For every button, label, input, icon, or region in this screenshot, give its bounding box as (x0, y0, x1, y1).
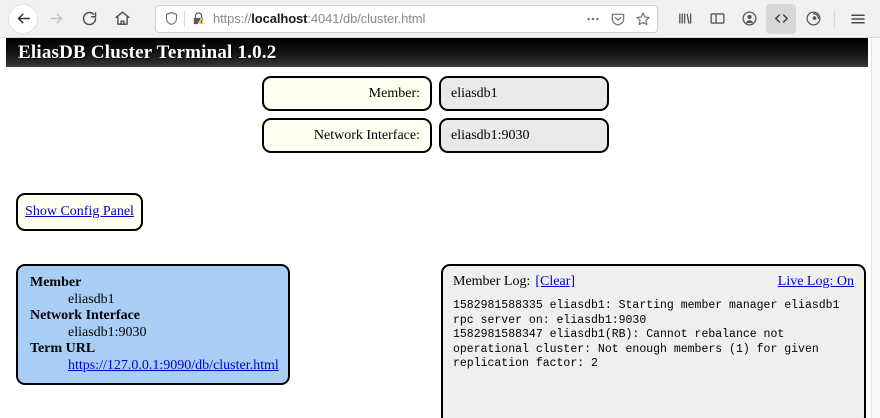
info-value-term-url: https://127.0.0.1:9090/db/cluster.html (30, 357, 279, 374)
home-house-icon (114, 11, 130, 25)
show-config-panel-button[interactable]: Show Config Panel (16, 193, 143, 231)
member-info-panel: Member eliasdb1 Network Interface eliasd… (16, 264, 290, 385)
info-value-network-interface: eliasdb1:9030 (68, 325, 147, 340)
page-viewport: EliasDB Cluster Terminal 1.0.2 Member: e… (0, 38, 880, 418)
member-label: Member: (262, 76, 432, 111)
pocket-icon[interactable] (798, 4, 828, 34)
home-button[interactable] (107, 4, 137, 34)
back-arrow-icon (17, 13, 30, 24)
info-key-network-interface: Network Interface (30, 308, 141, 323)
form-row-member: Member: eliasdb1 (0, 76, 871, 111)
member-form: Member: eliasdb1 Network Interface: elia… (0, 76, 871, 160)
sidebar-icon[interactable] (702, 4, 732, 34)
url-text: https://localhost:4041/db/cluster.html (213, 11, 426, 26)
pocket-save-icon[interactable] (610, 11, 626, 27)
reload-arrow-icon (82, 11, 96, 26)
reload-button[interactable] (74, 4, 104, 34)
browser-chrome: https://localhost:4041/db/cluster.html (0, 0, 880, 38)
member-input[interactable]: eliasdb1 (439, 76, 609, 111)
lock-warning-icon[interactable] (191, 11, 206, 26)
info-key-term-url: Term URL (30, 341, 96, 356)
member-log-panel: Member Log: [Clear] Live Log: On 1582981… (441, 264, 866, 418)
url-bar-divider (184, 10, 185, 27)
forward-button[interactable] (41, 4, 71, 34)
browser-toolbar-right (668, 3, 873, 34)
log-panel-header: Member Log: [Clear] Live Log: On (453, 274, 854, 290)
page-scrollbar[interactable] (871, 38, 880, 418)
network-interface-label: Network Interface: (262, 118, 432, 153)
clear-log-link[interactable]: [Clear] (535, 274, 576, 289)
log-entries: 1582981588335 eliasdb1: Starting member … (453, 299, 840, 370)
forward-arrow-icon (49, 13, 62, 24)
info-value-member: eliasdb1 (68, 292, 115, 307)
log-header-left: Member Log: [Clear] (453, 274, 575, 290)
log-title: Member Log: (453, 274, 531, 289)
page-actions-button[interactable] (585, 11, 601, 27)
account-icon[interactable] (734, 4, 764, 34)
toolbar-divider (834, 9, 835, 28)
info-key-member: Member (30, 275, 82, 290)
library-icon[interactable] (670, 4, 700, 34)
app-header-bar: EliasDB Cluster Terminal 1.0.2 (6, 38, 868, 67)
developer-tools-icon[interactable] (766, 3, 796, 34)
form-row-network-interface: Network Interface: eliasdb1:9030 (0, 118, 871, 153)
shield-icon[interactable] (164, 11, 179, 26)
show-config-panel-link[interactable]: Show Config Panel (25, 204, 134, 219)
back-button[interactable] (8, 3, 38, 34)
network-interface-input[interactable]: eliasdb1:9030 (439, 118, 609, 153)
page-title: EliasDB Cluster Terminal 1.0.2 (18, 41, 277, 63)
live-log-toggle-link[interactable]: Live Log: On (777, 274, 854, 289)
bookmark-star-icon[interactable] (635, 11, 651, 27)
term-url-link[interactable]: https://127.0.0.1:9090/db/cluster.html (68, 358, 279, 373)
url-bar[interactable]: https://localhost:4041/db/cluster.html (155, 4, 658, 33)
hamburger-menu-icon[interactable] (843, 4, 873, 34)
